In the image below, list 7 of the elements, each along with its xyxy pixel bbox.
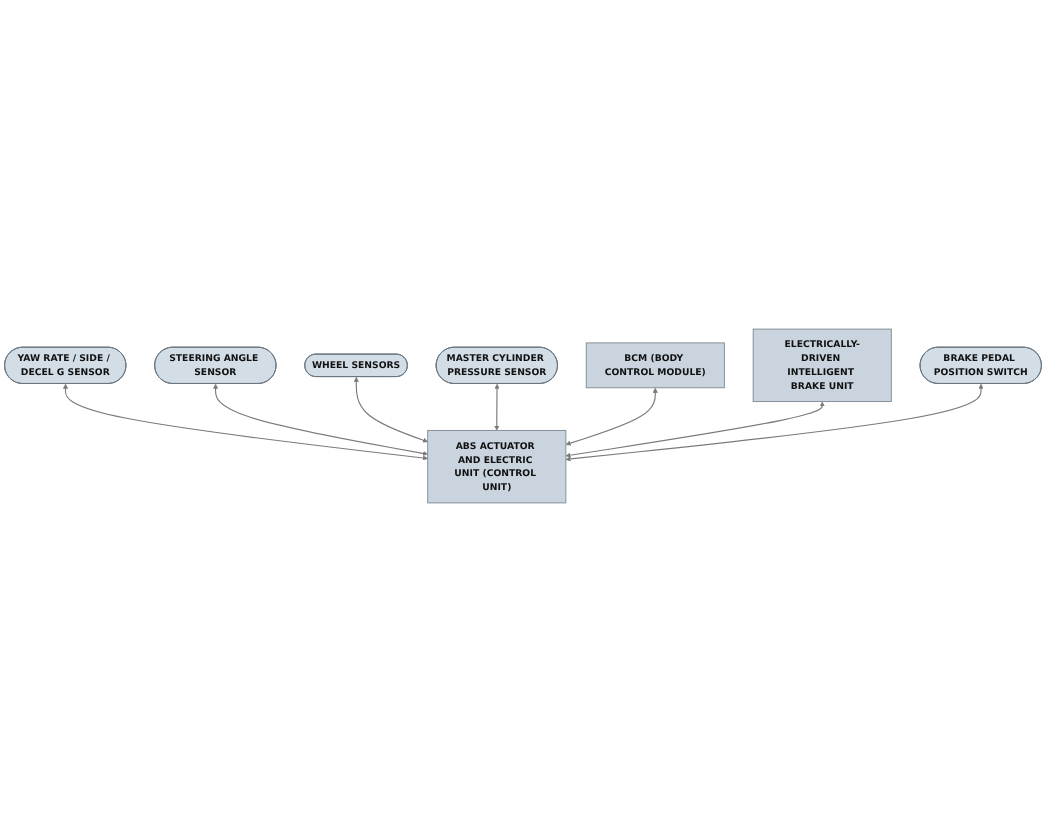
arrow [62, 383, 428, 461]
arrow [353, 376, 428, 443]
arrow [565, 401, 825, 458]
arrow [565, 387, 658, 446]
arrow [213, 383, 428, 456]
arrow [565, 383, 984, 462]
arrow [494, 383, 500, 431]
